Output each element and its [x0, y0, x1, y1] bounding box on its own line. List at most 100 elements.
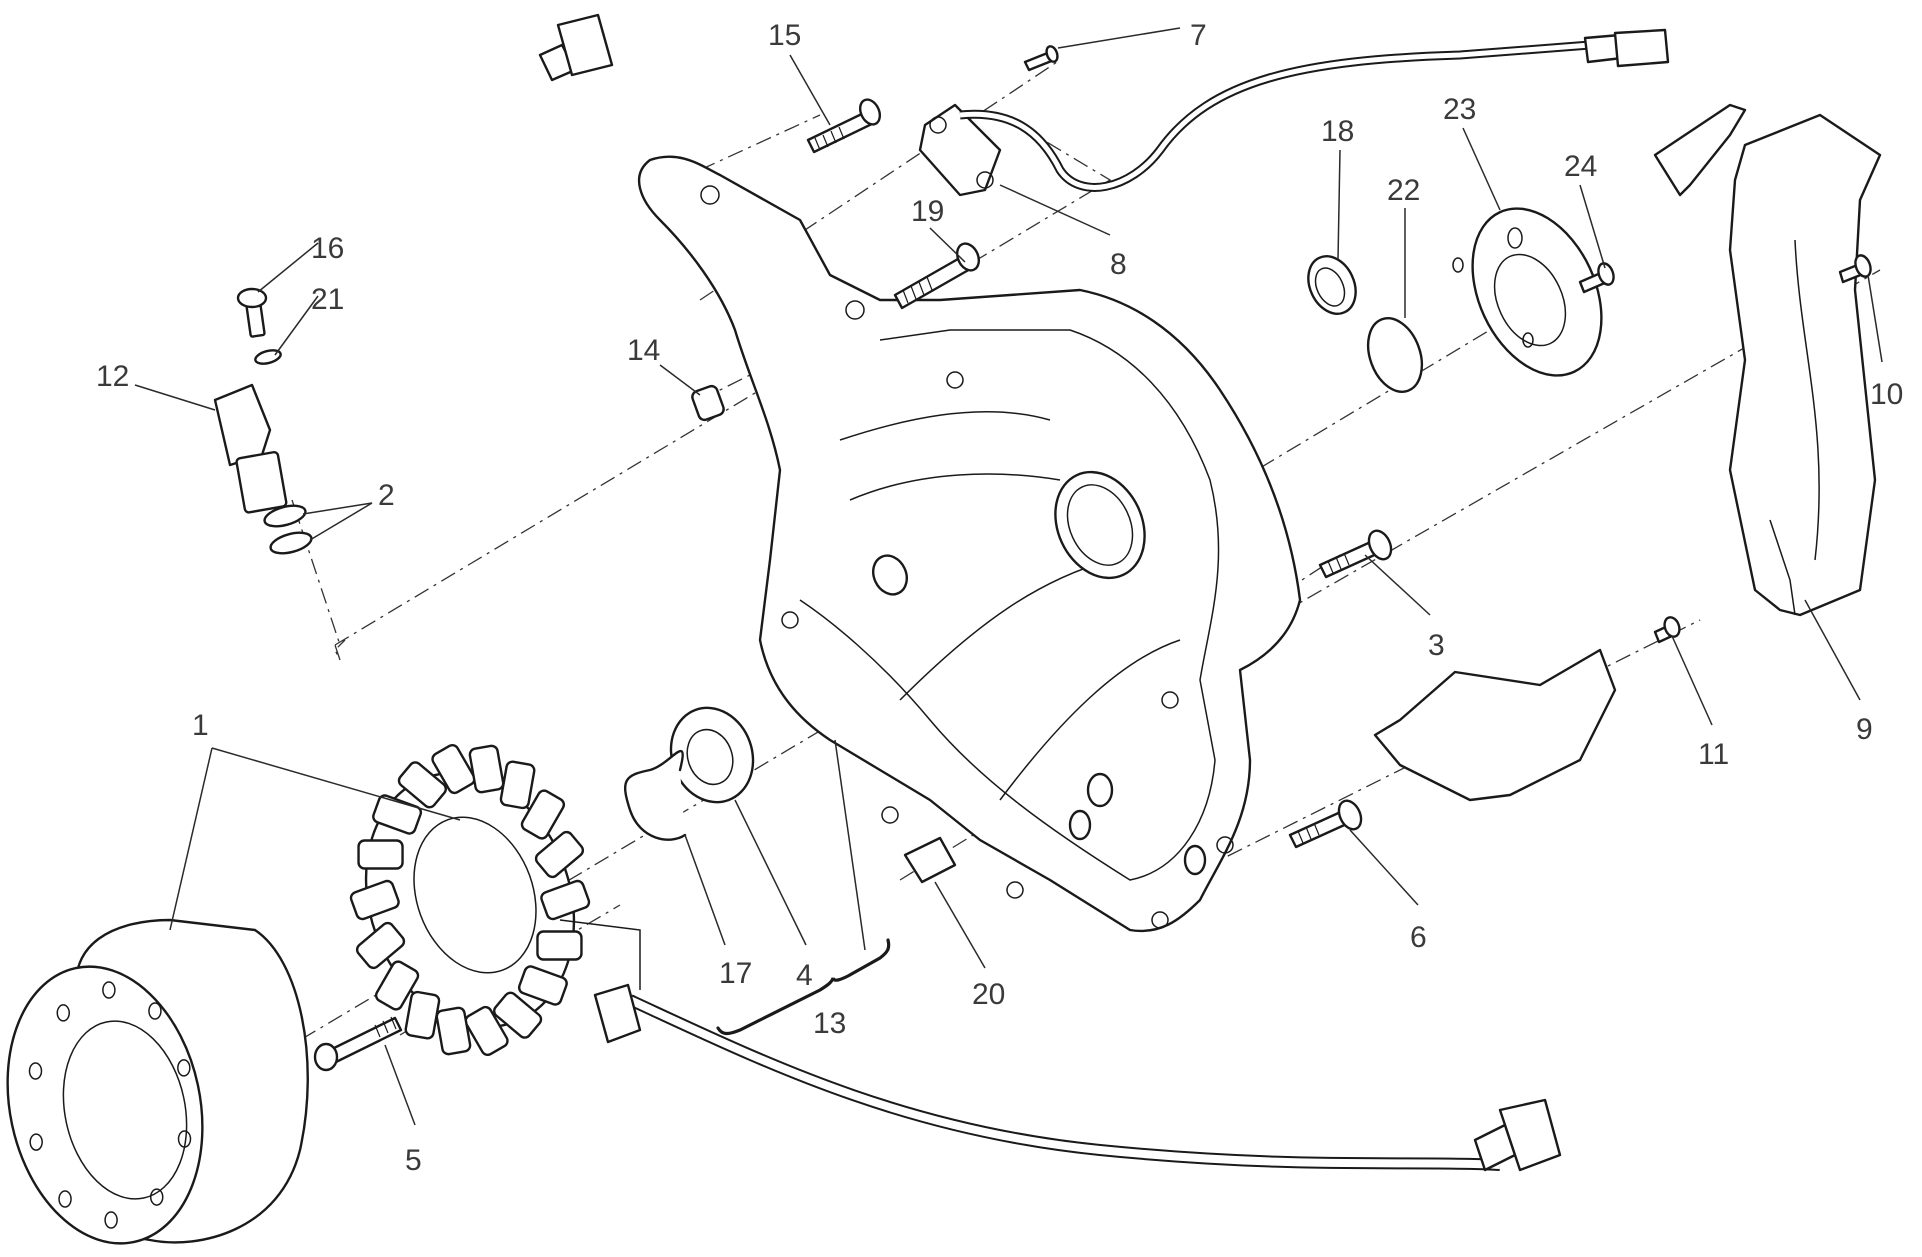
leader-13a — [834, 739, 866, 951]
leader-1a — [211, 747, 461, 821]
callout-7: 7 — [1190, 19, 1207, 52]
stator-pole — [493, 991, 543, 1039]
clip-20 — [903, 836, 957, 884]
callout-4: 4 — [796, 959, 813, 992]
screw-11 — [1653, 616, 1681, 644]
cover-inner-rim — [799, 329, 1220, 881]
cover-stud — [1183, 844, 1207, 876]
leader-5 — [384, 1044, 416, 1126]
stator-pole — [404, 990, 441, 1040]
leader-15 — [789, 54, 831, 126]
leader-19 — [929, 227, 966, 263]
rotor-bolt-hole — [104, 1211, 118, 1229]
leader-10 — [1867, 274, 1883, 363]
guard-cover — [1373, 648, 1617, 802]
rotor-bolt-hole — [177, 1059, 191, 1077]
stator-pole — [534, 830, 585, 879]
screw-5 — [313, 1016, 403, 1072]
leader-7 — [1057, 27, 1181, 49]
stator-pole — [540, 879, 591, 921]
sensor-head — [213, 383, 272, 467]
callout-5: 5 — [405, 1144, 422, 1177]
cover-rib-2 — [849, 473, 1061, 501]
stator-pole — [464, 1005, 509, 1057]
circlip-22 — [1366, 317, 1424, 393]
stator-pole — [520, 789, 566, 840]
callout-22: 22 — [1387, 174, 1420, 207]
cover-bolt-hole — [845, 300, 865, 320]
callout-14: 14 — [627, 334, 660, 367]
bearing-4 — [669, 706, 755, 804]
rotor-bolt-hole — [56, 1004, 71, 1022]
rotor-bolt-hole — [102, 981, 116, 999]
cover-plate-23 — [1452, 207, 1603, 377]
leader-3 — [1364, 554, 1431, 616]
pickup-sensor-12 — [213, 13, 614, 555]
stator-connector-a — [593, 983, 642, 1044]
sensor-body — [235, 450, 288, 514]
sensor-8 — [918, 28, 1670, 197]
cover-outline — [638, 155, 1302, 933]
screw-10 — [1838, 254, 1872, 284]
callout-18: 18 — [1321, 115, 1354, 148]
cover-rib-4 — [999, 639, 1181, 801]
stator-pole — [357, 839, 404, 870]
cover-bolt-hole — [1151, 911, 1169, 929]
leader-16 — [257, 242, 319, 293]
cover-rib-1 — [839, 411, 1051, 441]
callout-1: 1 — [192, 709, 209, 742]
washer-21 — [254, 349, 282, 365]
screw-3 — [1318, 529, 1393, 579]
rotor-bolt-hole — [149, 1188, 164, 1206]
stator-connector-b-body — [1498, 1098, 1562, 1172]
leader-23 — [1462, 127, 1501, 211]
cover-bearing-boss — [1054, 470, 1146, 580]
leader-4 — [734, 799, 807, 946]
screw-6 — [1288, 799, 1363, 849]
o-ring-2b — [269, 531, 313, 555]
leader-1b — [169, 747, 213, 931]
cover-bolt-hole — [946, 371, 964, 389]
stator-poles — [349, 743, 591, 1057]
leader-17 — [684, 834, 726, 946]
sensor-connector-body — [556, 13, 614, 77]
stator-pole — [374, 960, 420, 1011]
leader-6 — [1349, 829, 1419, 906]
screw-19 — [893, 242, 981, 310]
stator-pole — [517, 965, 568, 1006]
cover-bolt-hole — [781, 611, 799, 629]
leader-24 — [1579, 184, 1606, 269]
axis-screw-15 — [699, 114, 821, 171]
stator-pole — [355, 921, 406, 970]
brace-13 — [716, 938, 891, 1036]
screw-24 — [1578, 262, 1615, 294]
callout-23: 23 — [1443, 93, 1476, 126]
stator-pole — [468, 744, 505, 794]
cover-bolt-hole — [1161, 691, 1179, 709]
cover-small-ring — [872, 554, 908, 596]
stator-pole — [397, 761, 447, 809]
rotor-bolt-hole — [28, 1062, 43, 1080]
callout-13: 13 — [813, 1007, 846, 1040]
cover-stud — [1068, 809, 1092, 841]
callout-16: 16 — [311, 232, 344, 265]
leader-20 — [934, 881, 986, 969]
sensor-8-connector-body — [1613, 28, 1670, 68]
bracket-9 — [1653, 103, 1882, 617]
leader-9 — [1804, 599, 1861, 701]
leader-11 — [1671, 635, 1713, 726]
callout-11: 11 — [1698, 738, 1729, 771]
stator-pole — [499, 760, 536, 810]
screw-7 — [1023, 45, 1059, 72]
leader-21 — [274, 295, 319, 356]
callout-17: 17 — [719, 957, 752, 990]
generator-cover-housing — [638, 155, 1302, 933]
leader-2a — [302, 502, 373, 515]
cover-stud — [1086, 772, 1114, 808]
callout-24: 24 — [1564, 150, 1597, 183]
callout-3: 3 — [1428, 629, 1445, 662]
cover-bolt-hole — [1006, 881, 1024, 899]
stator — [349, 743, 1562, 1172]
leader-lines — [134, 27, 1883, 1126]
circlip-17 — [623, 749, 687, 841]
